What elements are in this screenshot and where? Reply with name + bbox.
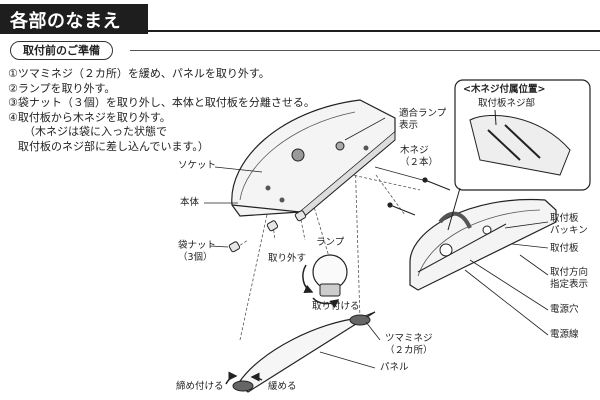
label-tighten: 締め付ける <box>176 381 224 392</box>
label-knob-screw: ツマミネジ （２カ所） <box>385 333 433 356</box>
inset-title: <木ネジ付属位置> <box>463 84 546 95</box>
step-4: ④取付板から木ネジを取り外す。 <box>8 110 171 124</box>
label-lamp-indicator: 適合ランプ 表示 <box>399 108 447 131</box>
page-title: 各部のなまえ <box>10 11 121 32</box>
label-power-hole: 電源穴 <box>550 304 579 315</box>
step-2: ②ランプを取り外す。 <box>8 81 116 95</box>
label-loosen: 緩める <box>268 381 297 392</box>
label-mount-plate: 取付板 <box>550 243 579 254</box>
lamp-bulb <box>302 254 348 309</box>
header-bar <box>0 4 148 34</box>
inset-magnifier <box>447 79 591 231</box>
cap-nuts <box>228 210 307 253</box>
label-cap-nut: 袋ナット （3個） <box>178 240 217 263</box>
subsection-rule <box>130 50 600 51</box>
label-lamp: ランプ <box>316 237 345 248</box>
label-mount-direction: 取付方向 指定表示 <box>550 267 589 290</box>
step-4-note-1: （木ネジは袋に入った状態で <box>24 125 167 138</box>
label-remove: 取り外す <box>268 253 307 264</box>
inset-subtitle: 取付板ネジ部 <box>478 98 536 109</box>
subsection-title: 取付前のご準備 <box>10 41 113 60</box>
label-power-wire: 電源線 <box>550 329 579 340</box>
header-rule <box>148 30 600 32</box>
lamp-body <box>231 99 396 222</box>
label-mount-packing: 取付板 パッキン <box>550 213 588 236</box>
step-3: ③袋ナット（３個）を取り外し、本体と取付板を分離させる。 <box>8 96 315 109</box>
label-attach: 取り付ける <box>312 301 360 312</box>
label-socket: ソケット <box>178 160 217 171</box>
step-4-note-2: 取付板のネジ部に差し込んでいます。） <box>18 139 209 153</box>
wood-screws <box>387 177 451 216</box>
step-1: ①ツマミネジ（２カ所）を緩め、パネルを取り外す。 <box>8 67 270 80</box>
label-panel: パネル <box>380 362 409 373</box>
mounting-plate <box>409 198 557 291</box>
instruction-steps: ①ツマミネジ（２カ所）を緩め、パネルを取り外す。 ②ランプを取り外す。 ③袋ナッ… <box>8 67 315 154</box>
front-panel <box>225 311 376 393</box>
section-header: 各部のなまえ <box>0 4 600 34</box>
label-body: 本体 <box>180 197 200 208</box>
label-wood-screw: 木ネジ （２本） <box>400 145 439 168</box>
leader-lines <box>204 117 549 369</box>
